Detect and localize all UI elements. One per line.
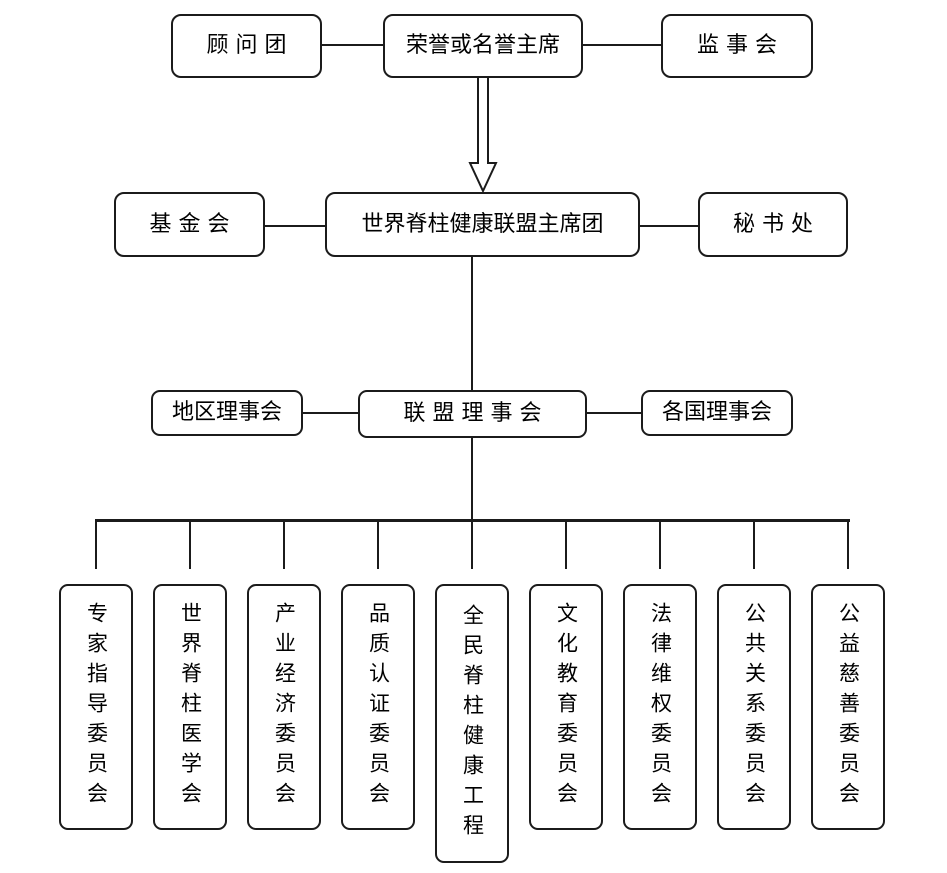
advisory-group-label: 顾 问 团 (206, 33, 287, 58)
drop-line-5 (471, 519, 473, 569)
node-regional-council: 地区理事会 (151, 390, 303, 436)
secretariat-label: 秘 书 处 (733, 211, 813, 237)
connector-presidium-council (471, 256, 473, 391)
committee-label: 文化教育委员会 (554, 602, 579, 812)
foundation-label: 基 金 会 (149, 211, 230, 237)
node-committee-expert-guidance: 专家指导委员会 (59, 584, 133, 830)
drop-line-3 (283, 519, 285, 569)
node-secretariat: 秘 书 处 (698, 192, 848, 257)
connector-honorary-supervisory (583, 44, 661, 46)
node-committee-national-spine-health-project: 全民脊柱健康工程 (435, 584, 509, 863)
node-supervisory-board: 监 事 会 (661, 14, 813, 78)
down-arrow (468, 77, 498, 193)
honorary-chairman-label: 荣誉或名誉主席 (405, 33, 560, 58)
node-committee-public-relations: 公共关系委员会 (717, 584, 791, 830)
national-councils-label: 各国理事会 (661, 400, 772, 425)
regional-council-label: 地区理事会 (171, 400, 282, 425)
drop-line-7 (659, 519, 661, 569)
node-alliance-council: 联 盟 理 事 会 (358, 390, 587, 438)
node-committee-legal-rights: 法律维权委员会 (623, 584, 697, 830)
node-foundation: 基 金 会 (114, 192, 265, 257)
node-presidium: 世界脊柱健康联盟主席团 (325, 192, 640, 257)
connector-foundation-presidium (265, 225, 325, 227)
connector-regional-alliance (303, 412, 358, 414)
committee-label: 公益慈善委员会 (836, 602, 861, 812)
committee-label: 专家指导委员会 (84, 602, 109, 812)
connector-advisory-honorary (322, 44, 383, 46)
supervisory-board-label: 监 事 会 (697, 33, 777, 58)
committee-label: 世界脊柱医学会 (178, 602, 203, 812)
connector-presidium-secretariat (640, 225, 698, 227)
node-committee-quality-certification: 品质认证委员会 (341, 584, 415, 830)
drop-line-1 (95, 519, 97, 569)
node-committee-public-charity: 公益慈善委员会 (811, 584, 885, 830)
node-honorary-chairman: 荣誉或名誉主席 (383, 14, 583, 78)
connector-alliance-national (587, 412, 641, 414)
drop-line-6 (565, 519, 567, 569)
committee-label: 产业经济委员会 (272, 602, 297, 812)
committee-label: 品质认证委员会 (366, 602, 391, 812)
drop-line-9 (847, 519, 849, 569)
committee-label: 公共关系委员会 (742, 602, 767, 812)
drop-line-4 (377, 519, 379, 569)
committee-label: 全民脊柱健康工程 (460, 603, 485, 844)
node-national-councils: 各国理事会 (641, 390, 793, 436)
drop-line-8 (753, 519, 755, 569)
node-committee-industry-economy: 产业经济委员会 (247, 584, 321, 830)
node-advisory-group: 顾 问 团 (171, 14, 322, 78)
drop-line-2 (189, 519, 191, 569)
node-committee-culture-education: 文化教育委员会 (529, 584, 603, 830)
presidium-label: 世界脊柱健康联盟主席团 (361, 211, 604, 237)
alliance-council-label: 联 盟 理 事 会 (403, 401, 542, 426)
connector-council-bus (471, 437, 473, 521)
node-committee-world-spine-medicine: 世界脊柱医学会 (153, 584, 227, 830)
committee-label: 法律维权委员会 (648, 602, 673, 812)
